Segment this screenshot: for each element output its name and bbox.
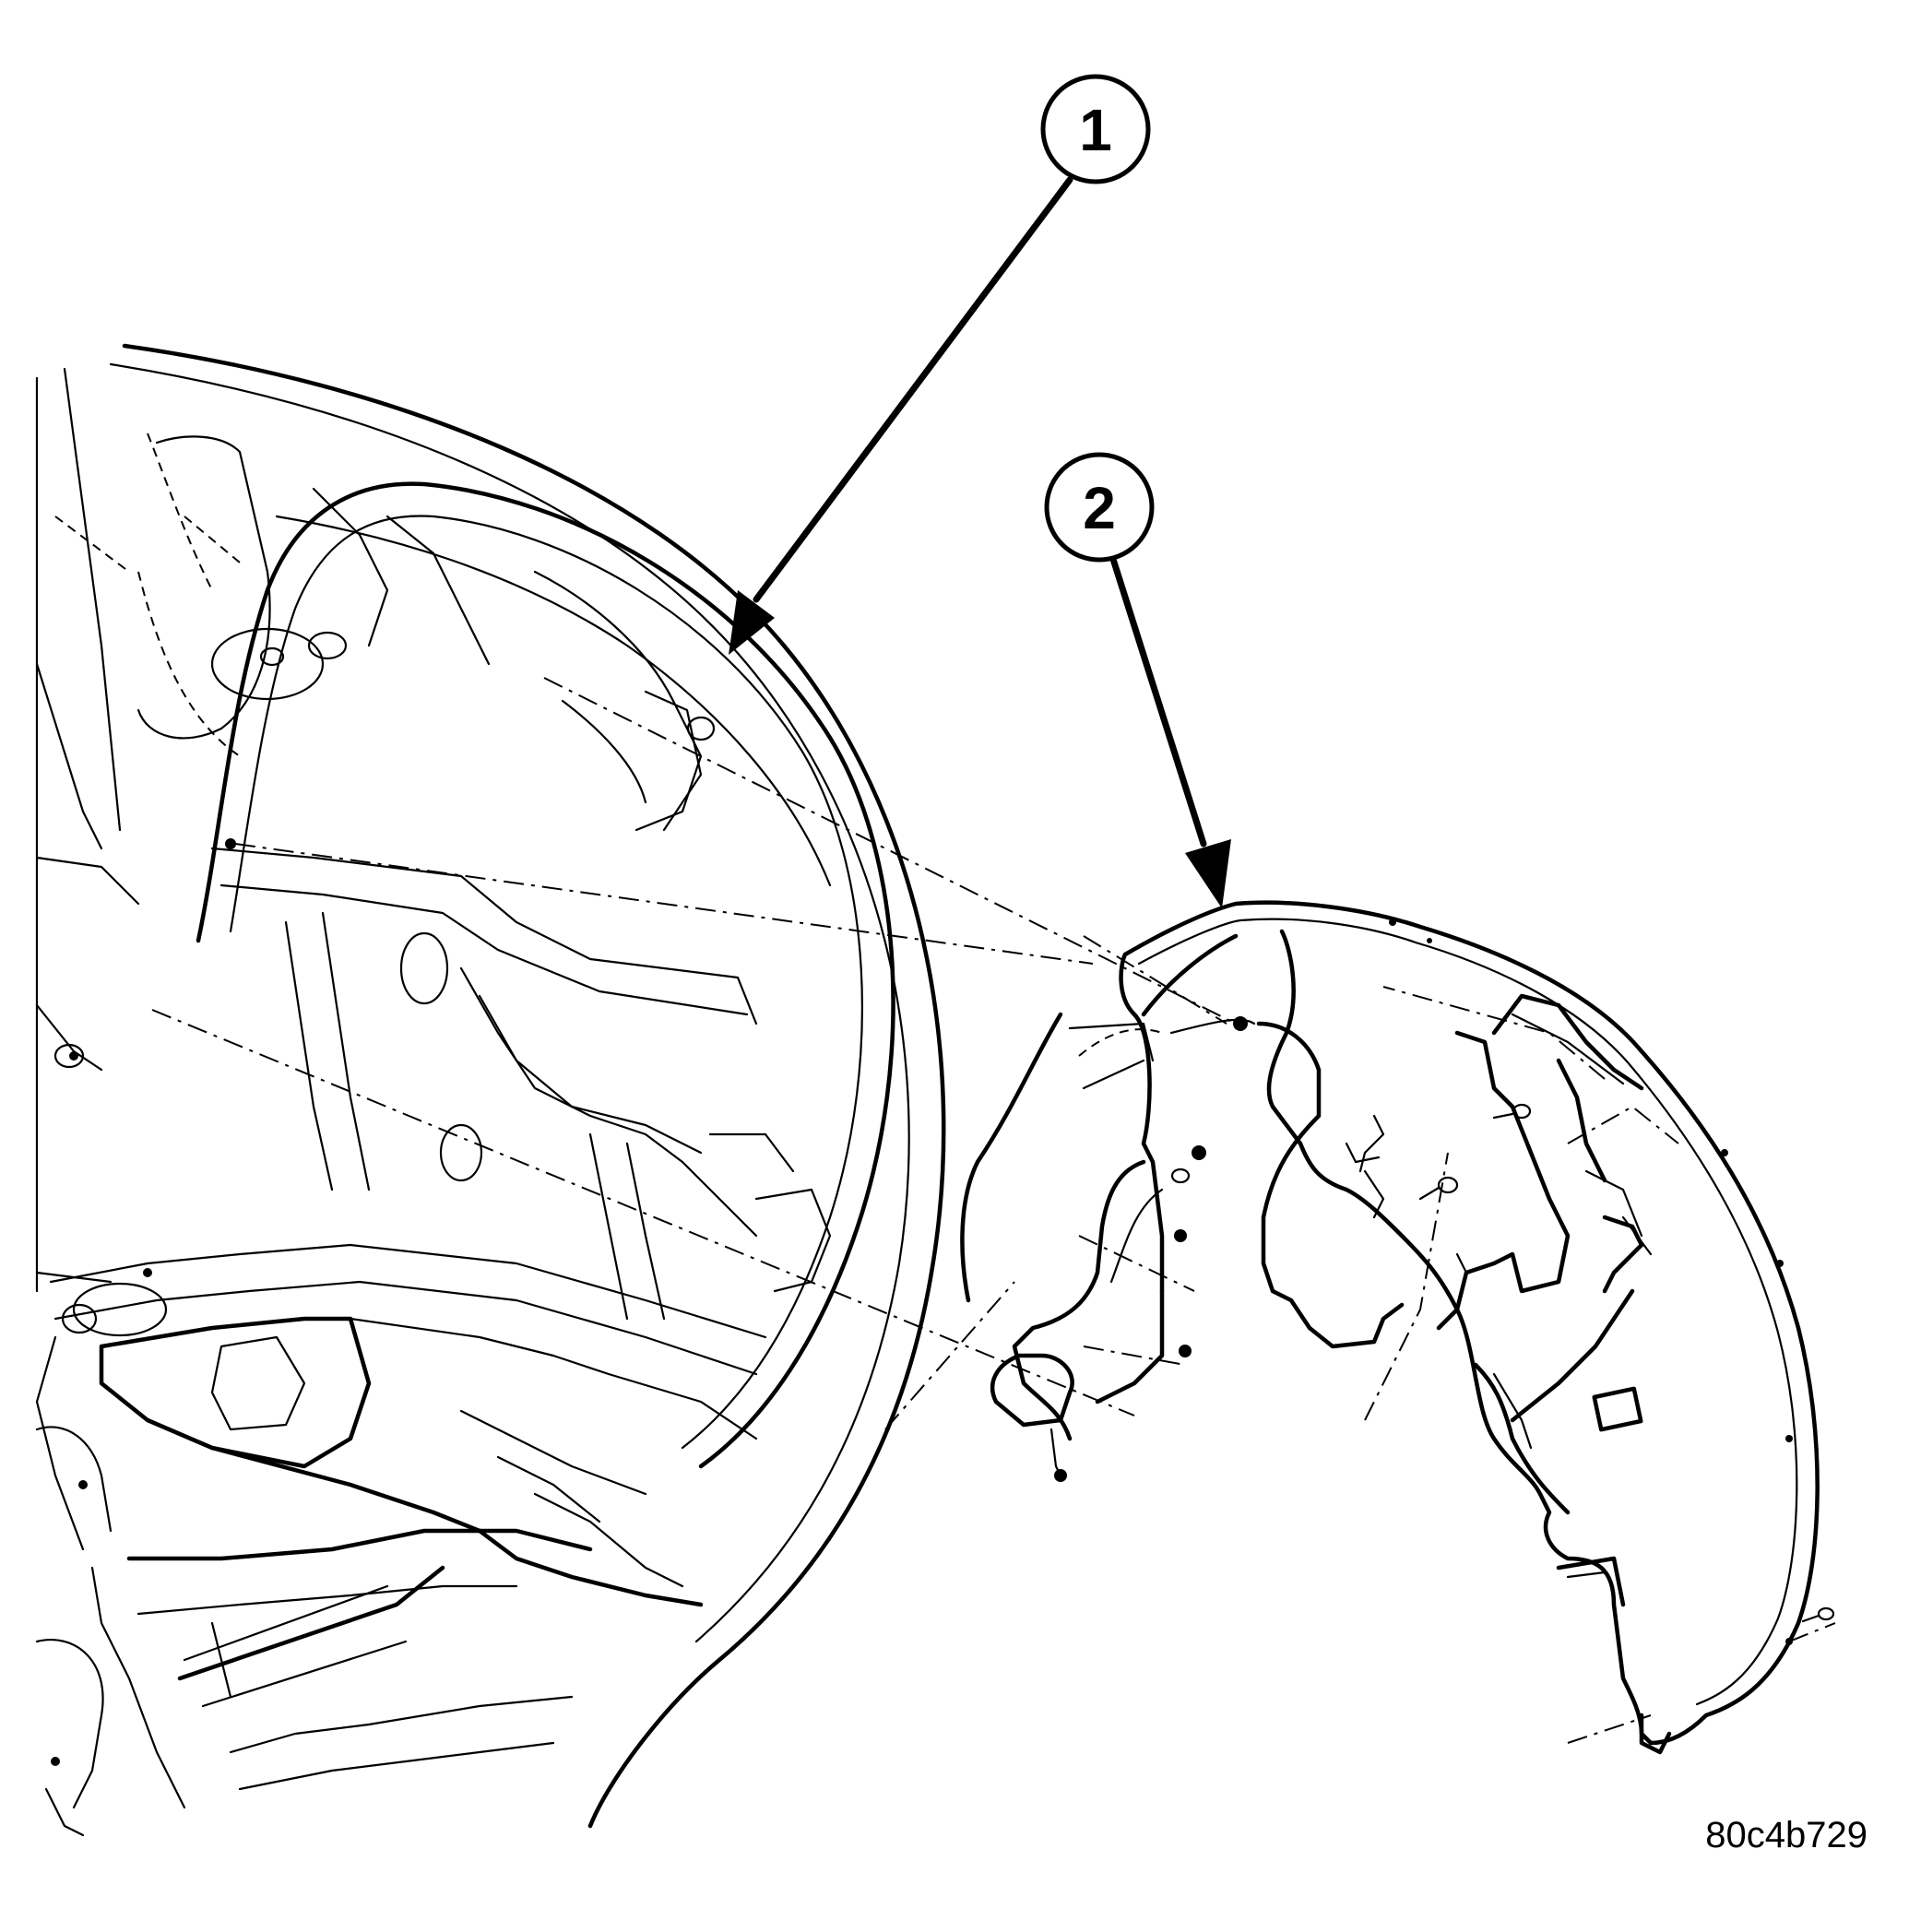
vehicle-wheel-well-structure [35, 343, 946, 1837]
callout-2-bubble [1044, 452, 1155, 563]
callout-1: 1 [729, 74, 1151, 655]
callout-1-bubble [1040, 74, 1151, 184]
callout-1-arrowhead [729, 590, 775, 655]
callout-1-number: 1 [1079, 97, 1112, 163]
callout-2: 2 [1044, 452, 1231, 908]
callout-2-arrowhead [1185, 839, 1231, 908]
callout-2-leader [1108, 550, 1207, 847]
wheelhouse-splash-shield [960, 900, 1835, 1755]
callout-2-number: 2 [1083, 475, 1116, 541]
callout-1-leader [753, 176, 1073, 603]
figure-code: 80c4b729 [1705, 1815, 1868, 1855]
alignment-lines [151, 677, 1836, 1744]
